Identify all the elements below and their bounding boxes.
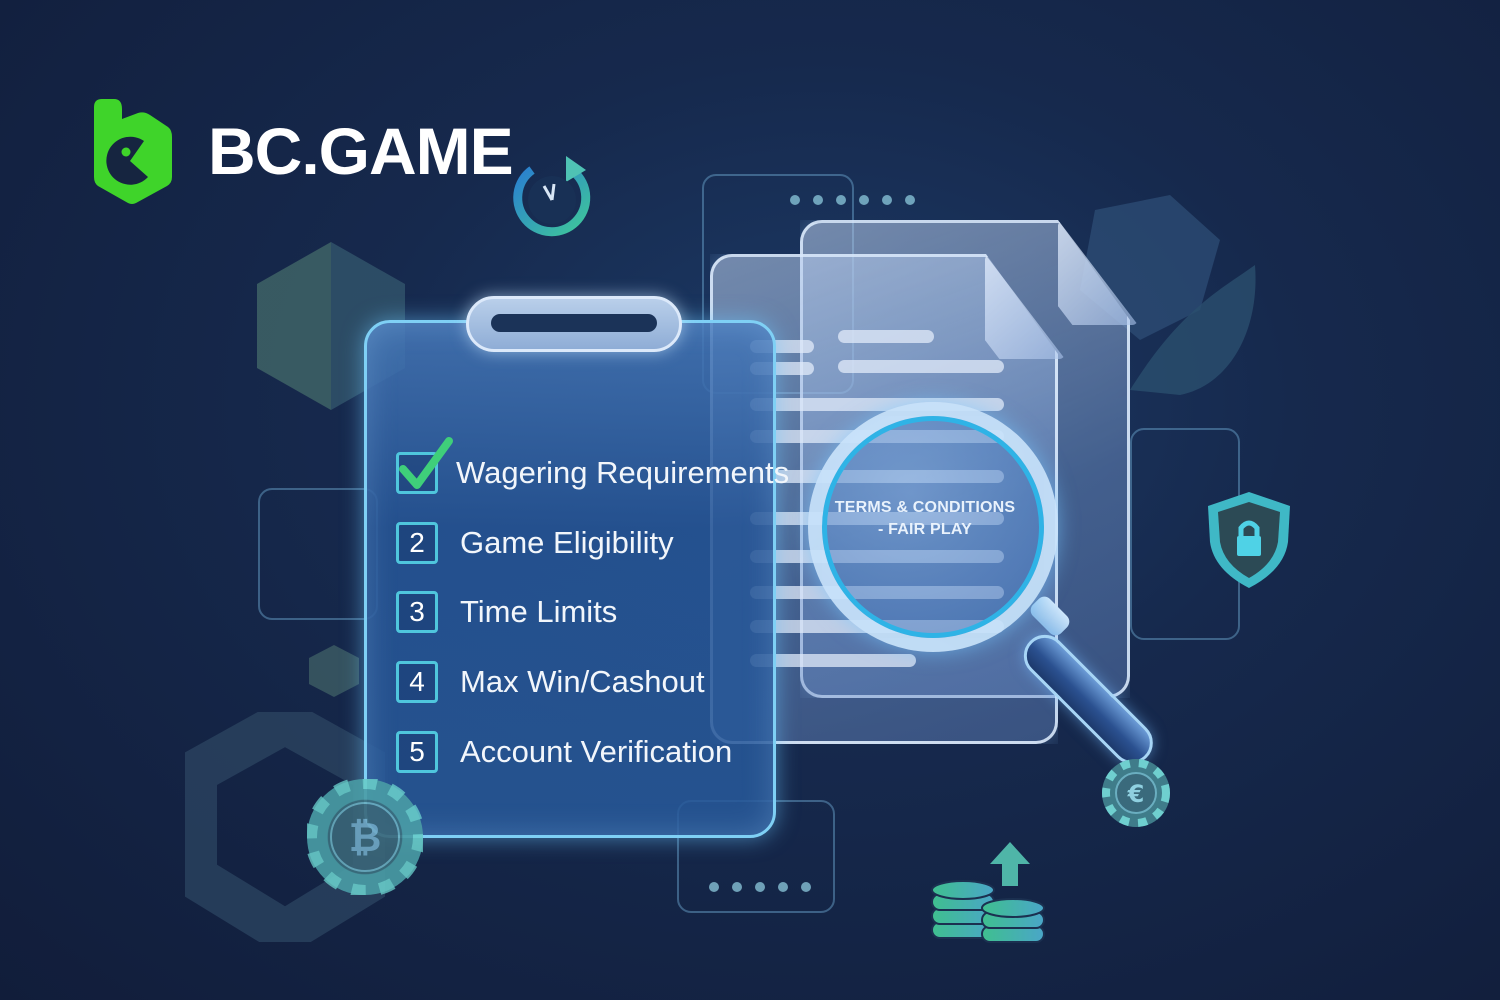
- checkbox-checked: [396, 437, 453, 494]
- outline-frame: [258, 488, 378, 620]
- bitcoin-chip-icon: ₿: [307, 779, 423, 895]
- number-box: 2: [396, 522, 438, 564]
- dot: [836, 195, 846, 205]
- checklist-label: Max Win/Cashout: [460, 664, 705, 699]
- terms-subtitle: - FAIR PLAY: [877, 521, 973, 538]
- checklist-label: Account Verification: [460, 734, 733, 769]
- dot: [801, 882, 811, 892]
- number-box: 3: [396, 591, 438, 633]
- dot: [813, 195, 823, 205]
- checklist-item: 4 Max Win/Cashout: [396, 661, 705, 703]
- dot: [755, 882, 765, 892]
- terms-title: TERMS & CONDITIONS: [834, 499, 1016, 516]
- dot: [709, 882, 719, 892]
- checkmark-icon: [399, 437, 453, 489]
- dot: [732, 882, 742, 892]
- clipboard-icon: [364, 320, 776, 838]
- coin-stack-arrow-up-icon: [930, 840, 1050, 945]
- brand-logo: BC.GAME: [92, 96, 532, 206]
- checklist-label: Game Eligibility: [460, 525, 674, 560]
- dot: [905, 195, 915, 205]
- checklist-label: Time Limits: [460, 594, 618, 629]
- number-box: 4: [396, 661, 438, 703]
- clipboard-clip: [466, 296, 682, 352]
- checklist-item: 5 Account Verification: [396, 731, 732, 773]
- dots-bottom: [709, 882, 811, 892]
- magnifier-text: TERMS & CONDITIONS - FAIR PLAY: [820, 497, 1030, 541]
- number-box: 5: [396, 731, 438, 773]
- dot: [882, 195, 892, 205]
- svg-text:€: €: [1127, 780, 1145, 808]
- checklist-item: 2 Game Eligibility: [396, 522, 674, 564]
- svg-text:₿: ₿: [349, 815, 382, 861]
- dot: [859, 195, 869, 205]
- checklist-item: Wagering Requirements: [396, 437, 790, 494]
- dots-top: [790, 195, 915, 205]
- dot: [790, 195, 800, 205]
- checklist-label: Wagering Requirements: [456, 455, 790, 490]
- text-line: [750, 654, 916, 667]
- clock-refresh-icon: [512, 150, 596, 240]
- crypto-chip-icon: €: [1100, 757, 1172, 829]
- brand-name: BC.GAME: [208, 114, 514, 188]
- hexagon-shape: [309, 645, 359, 697]
- shield-lock-icon: [1206, 490, 1292, 590]
- bc-game-logo-icon: [94, 99, 172, 204]
- text-line: [838, 360, 1004, 373]
- text-line: [838, 330, 934, 343]
- dot: [778, 882, 788, 892]
- checklist-item: 3 Time Limits: [396, 591, 617, 633]
- clip-slot: [491, 314, 657, 332]
